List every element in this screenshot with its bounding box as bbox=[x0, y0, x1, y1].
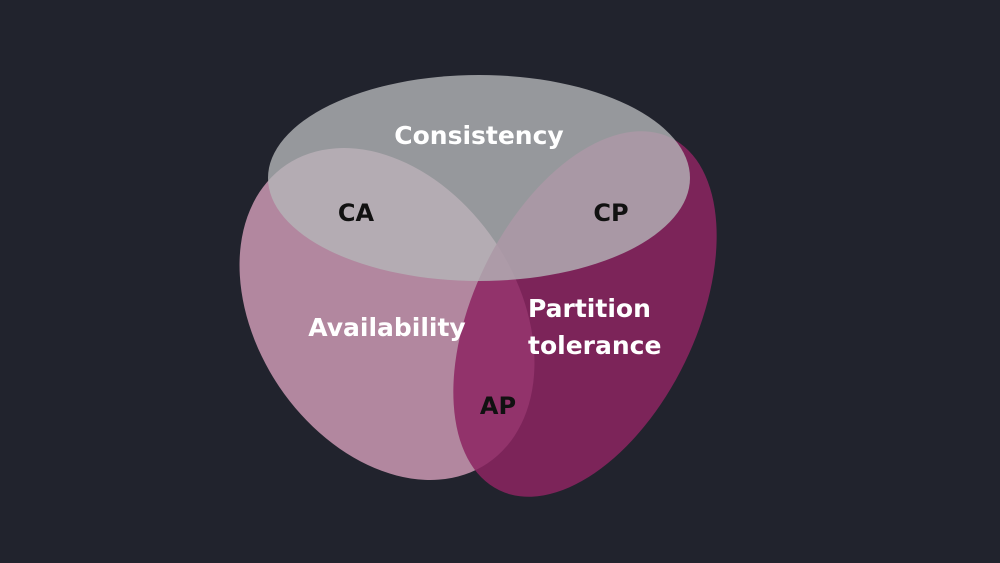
consistency-label: Consistency bbox=[394, 121, 563, 150]
cp-label: CP bbox=[593, 199, 628, 227]
partition-tolerance-label-line1: Partition bbox=[528, 294, 651, 323]
ca-label: CA bbox=[338, 199, 375, 227]
availability-label: Availability bbox=[308, 313, 465, 342]
consistency-set bbox=[268, 75, 690, 281]
partition-tolerance-label-line2: tolerance bbox=[528, 331, 661, 360]
ap-label: AP bbox=[480, 392, 516, 420]
